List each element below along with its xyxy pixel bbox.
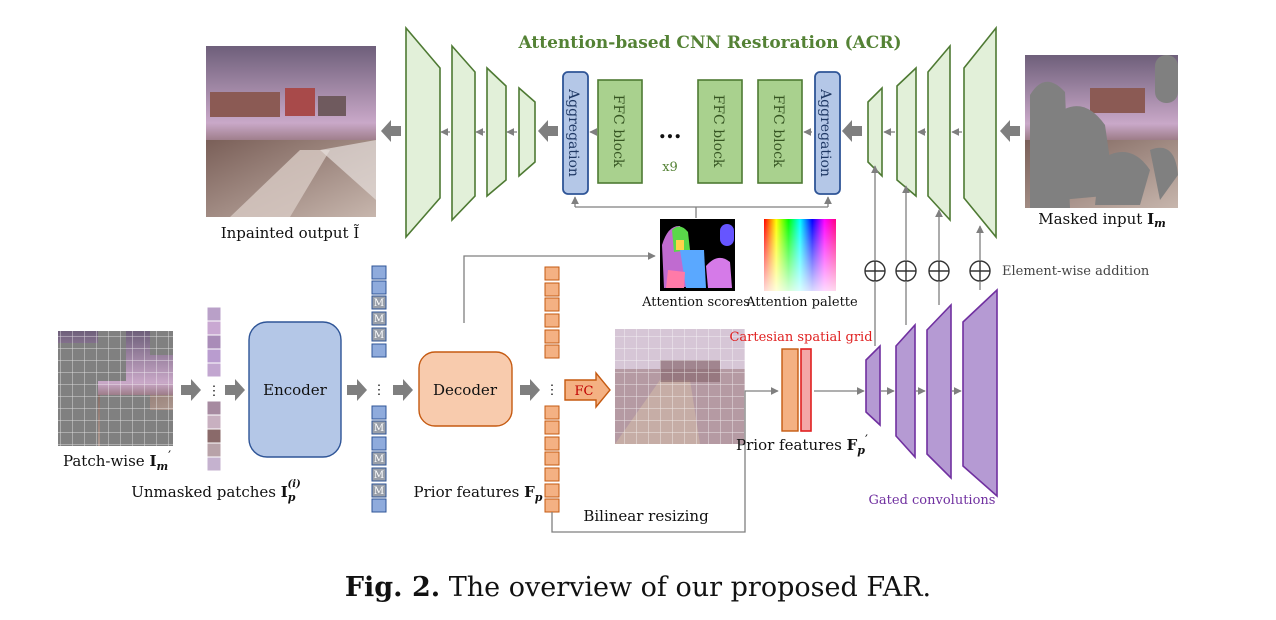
gated-conv-2 [895, 322, 916, 460]
fc-arrow [564, 371, 611, 409]
ffc-ellipsis: ... [659, 118, 682, 144]
prior-features-resized-block [781, 348, 799, 432]
figure-number: Fig. 2. [344, 572, 441, 603]
prior-features-column [544, 266, 560, 513]
acr-up-block-4 [518, 86, 536, 178]
mask-tokens: M M M M M M M [374, 298, 384, 497]
fc-label: FC [575, 384, 594, 399]
acr-down-block-2 [896, 66, 917, 198]
unmasked-patch-strip [206, 306, 222, 472]
masked-input-label: Masked input Im [1038, 210, 1166, 230]
gated-conv-1 [865, 344, 881, 427]
gated-conv-4 [962, 288, 998, 498]
arrow-patchwise-to-strip [181, 379, 201, 401]
gated-convolution-blocks [865, 288, 998, 498]
acr-down-block-1 [867, 86, 883, 178]
encoder-block [248, 321, 342, 458]
gated-conv-3 [926, 303, 952, 480]
acr-encoder-trapezoids [867, 25, 997, 240]
bilinear-line [551, 387, 779, 533]
unmasked-patches-label: Unmasked patches Ip(i) [131, 479, 301, 504]
add-circle-4 [969, 260, 991, 282]
ffc-block-1-label: FFC block [610, 95, 626, 168]
aggregation-block-left [562, 71, 589, 195]
encoder-label: Encoder [263, 381, 328, 399]
ffc-block-3 [757, 79, 803, 184]
element-wise-addition-label: Element-wise addition [1002, 264, 1150, 279]
aggregation-left-label: Aggregation [565, 88, 581, 177]
arrow-tokens-to-decoder [393, 379, 413, 401]
acr-title: Attention-based CNN Restoration (ACR) [518, 33, 902, 53]
resized-prior-image [615, 329, 745, 444]
attention-feedback-lines [463, 196, 832, 323]
figure-caption-text: The overview of our proposed FAR. [448, 572, 932, 603]
svg-text:M: M [374, 470, 384, 481]
aggregation-block-right [814, 71, 841, 195]
gated-convolutions-label: Gated convolutions [869, 493, 996, 508]
prior-features-ellipsis: ⋮ [546, 383, 559, 398]
patchwise-label: Patch-wise Im′ [63, 449, 171, 473]
acr-down-block-4 [963, 25, 997, 240]
prior-features-label: Prior features Fp [414, 483, 543, 504]
acr-decoder-trapezoids [405, 25, 536, 240]
arrow-aggregation-to-up [538, 120, 558, 142]
cartesian-grid-label: Cartesian spatial grid [729, 330, 872, 345]
arrow-up-to-output [381, 120, 401, 142]
attention-scores-image [660, 219, 735, 291]
prior-features-resized-label: Prior features Fp′ [736, 433, 868, 457]
patch-strip-ellipsis: ⋮ [208, 384, 221, 399]
add-circle-3 [928, 260, 950, 282]
decoder-block [418, 351, 513, 427]
attention-palette-label: Attention palette [745, 295, 858, 310]
svg-text:M: M [374, 486, 384, 497]
cartesian-grid-block [800, 348, 812, 432]
attention-scores-label: Attention scores [641, 295, 750, 310]
arrow-strip-to-encoder [225, 379, 245, 401]
figure-caption: Fig. 2. The overview of our proposed FAR… [0, 572, 1276, 603]
attention-palette-image [764, 219, 836, 291]
bilinear-label: Bilinear resizing [583, 507, 709, 525]
ffc-block-3-label: FFC block [770, 95, 786, 168]
acr-down-block-3 [927, 43, 951, 223]
ffc-block-2 [697, 79, 743, 184]
ffc-block-1 [597, 79, 643, 184]
bottom-flow-arrows [181, 379, 540, 401]
acr-up-block-2 [451, 43, 476, 222]
acr-up-block-1 [405, 25, 441, 240]
svg-text:M: M [374, 423, 384, 434]
aggregation-right-label: Aggregation [817, 88, 833, 177]
arrow-decoder-to-features [520, 379, 540, 401]
inpainted-output-image [206, 46, 376, 217]
add-circle-1 [864, 260, 886, 282]
addition-arrows [871, 165, 984, 346]
svg-text:M: M [374, 330, 384, 341]
patchwise-image [58, 331, 173, 446]
svg-text:M: M [374, 298, 384, 309]
arrow-acr-to-aggregation [842, 120, 862, 142]
top-flow-arrows [381, 120, 1020, 142]
decoder-label: Decoder [433, 381, 498, 399]
ffc-repeat-label: x9 [662, 160, 678, 175]
arrow-input-to-acr [1000, 120, 1020, 142]
svg-text:M: M [374, 454, 384, 465]
arrow-encoder-to-tokens [347, 379, 367, 401]
masked-input-image [1025, 55, 1178, 208]
element-wise-addition-group [864, 260, 991, 282]
svg-text:M: M [374, 314, 384, 325]
ffc-block-2-label: FFC block [710, 95, 726, 168]
acr-up-block-3 [486, 66, 507, 198]
inpainted-output-label: Inpainted output Ĩ [221, 224, 360, 242]
token-ellipsis: ⋮ [373, 383, 386, 398]
token-column [371, 265, 387, 513]
add-circle-2 [895, 260, 917, 282]
